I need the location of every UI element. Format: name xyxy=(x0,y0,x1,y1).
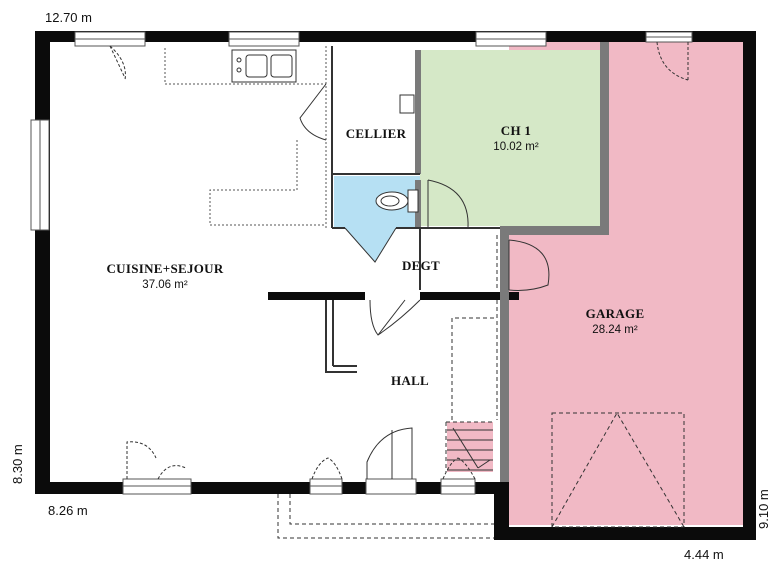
wc-door-fill xyxy=(345,228,396,262)
dashed-lines xyxy=(277,235,498,539)
room-area-garage: 28.24 m² xyxy=(592,324,638,336)
small-wall-stub xyxy=(325,300,357,373)
room-label-cellier: CELLIER xyxy=(346,126,407,141)
ch1-fill xyxy=(420,50,600,226)
kitchen-sink xyxy=(231,49,297,83)
dimension-left-height: 8.30 m xyxy=(10,444,25,484)
dimension-right-height: 9.10 m xyxy=(756,489,771,529)
window-bottom-door xyxy=(365,478,417,495)
kitchen-counters xyxy=(164,46,327,230)
kitchen-door-swing xyxy=(299,83,327,141)
room-label-cuisine-sejour: CUISINE+SEJOUR xyxy=(106,261,223,276)
room-area-ch1: 10.02 m² xyxy=(493,141,539,153)
car-outline xyxy=(551,412,685,528)
room-label-degt: DEGT xyxy=(402,258,440,273)
dimension-bottom-left-width: 8.26 m xyxy=(48,503,88,518)
dimension-bottom-right-width: 4.44 m xyxy=(684,547,724,562)
room-label-hall: HALL xyxy=(391,373,429,388)
room-area-cuisine-sejour: 37.06 m² xyxy=(142,279,188,291)
cellier-shelf xyxy=(399,94,415,114)
toilet-icon xyxy=(375,189,419,213)
room-label-ch1: CH 1 xyxy=(501,123,531,138)
door-swings xyxy=(109,41,689,480)
stair-icon xyxy=(447,427,493,471)
room-label-garage: GARAGE xyxy=(586,306,645,321)
window-glazing-lines xyxy=(39,36,692,487)
dimension-top-width: 12.70 m xyxy=(45,10,92,25)
thin-walls xyxy=(331,46,500,290)
exterior-walls xyxy=(35,31,756,540)
